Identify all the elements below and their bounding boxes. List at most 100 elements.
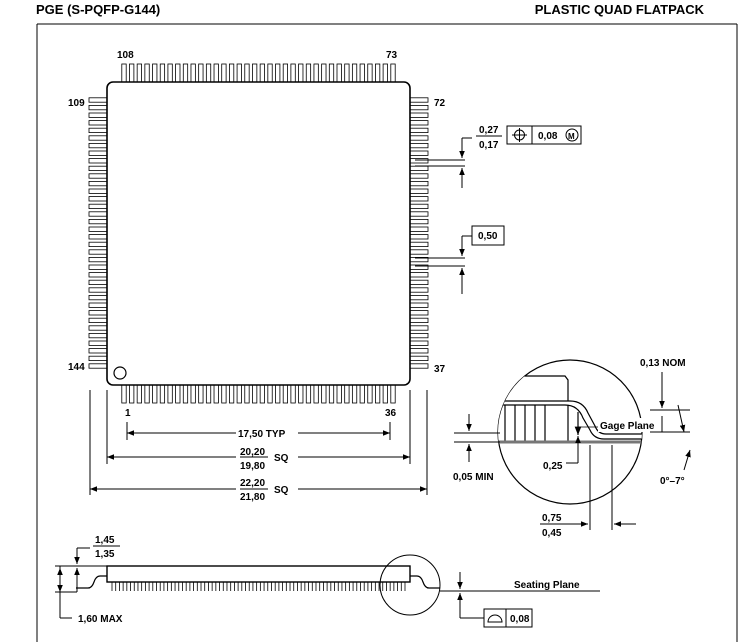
lead (409, 332, 429, 339)
lead (88, 348, 108, 354)
pin-36: 36 (385, 408, 397, 419)
lead (88, 279, 108, 286)
total-height: 1,60 MAX (78, 614, 123, 625)
lead (136, 384, 142, 404)
lead (390, 63, 396, 83)
pin-109: 109 (68, 98, 85, 109)
lead (351, 384, 358, 404)
lead (88, 340, 108, 346)
lead (159, 384, 166, 404)
lead (328, 63, 335, 83)
lead (409, 325, 429, 331)
lead (409, 127, 429, 133)
lead (88, 363, 108, 369)
seating-plane-label: Seating Plane (514, 580, 580, 591)
lead (159, 63, 166, 83)
lead (259, 63, 265, 83)
lead (298, 384, 304, 404)
lead (190, 384, 196, 404)
pin-1: 1 (125, 408, 131, 419)
lead (88, 310, 108, 316)
lead (321, 384, 327, 404)
top-leads (121, 63, 396, 83)
lead (136, 63, 142, 83)
right-leads (409, 97, 429, 369)
lead (409, 317, 429, 324)
lead (409, 302, 429, 308)
lead (252, 384, 258, 404)
lead (409, 340, 429, 346)
span-typical: 17,50 TYP (238, 429, 286, 440)
lead (409, 348, 429, 354)
lead (336, 384, 342, 404)
lead (409, 120, 429, 126)
lead (409, 249, 429, 255)
lead (175, 384, 181, 404)
lead (236, 384, 242, 404)
lead (409, 173, 429, 179)
pin-37: 37 (434, 364, 446, 375)
lead (88, 158, 108, 164)
lead (409, 279, 429, 286)
lead (152, 63, 158, 83)
pin-72: 72 (434, 98, 446, 109)
lead (409, 97, 429, 103)
lead (359, 384, 365, 404)
lead (88, 302, 108, 308)
lead (375, 63, 381, 83)
lead (305, 384, 312, 404)
gage-plane-label: Gage Plane (600, 421, 655, 432)
lead (198, 63, 204, 83)
lead (409, 294, 429, 301)
lead (88, 325, 108, 331)
lead (236, 63, 242, 83)
lead (88, 355, 108, 362)
lead (88, 196, 108, 202)
package-type: PLASTIC QUAD FLATPACK (534, 2, 704, 17)
lead (409, 272, 429, 278)
lead (313, 384, 319, 404)
thickness-nom: 0,13 NOM (640, 358, 686, 369)
lead (367, 384, 373, 404)
gage-height: 0,25 (543, 461, 563, 472)
lead-angle: 0°–7° (660, 476, 685, 487)
lead-width-callout (415, 125, 582, 188)
lead (267, 63, 273, 83)
foot-length-min: 0,45 (542, 528, 562, 539)
lead (409, 203, 429, 209)
body-size-min: 19,80 (240, 461, 265, 472)
lead (190, 63, 196, 83)
lead (336, 63, 342, 83)
pin-144: 144 (68, 362, 85, 373)
side-view (76, 554, 441, 616)
lead (409, 234, 429, 240)
lead (88, 332, 108, 339)
lead (409, 135, 429, 141)
lead (409, 112, 429, 118)
lead (409, 196, 429, 202)
bottom-leads (121, 384, 396, 404)
lead (88, 120, 108, 126)
lead (321, 63, 327, 83)
lead (344, 384, 350, 404)
lead (221, 384, 227, 404)
lead (267, 384, 273, 404)
lead (298, 63, 304, 83)
lead (382, 384, 388, 404)
lead (351, 63, 358, 83)
mmc-modifier: M (568, 132, 575, 141)
package-code: PGE (S-PQFP-G144) (36, 2, 161, 17)
lead (144, 384, 150, 404)
standoff-min: 0,05 MIN (453, 472, 494, 483)
overall-square-label: SQ (274, 485, 289, 496)
lead (213, 63, 219, 83)
lead (409, 363, 429, 369)
lead (88, 241, 108, 247)
lead (359, 63, 365, 83)
lead (88, 165, 108, 171)
lead (88, 249, 108, 255)
lead (88, 142, 108, 149)
lead-width-min: 0,17 (479, 140, 499, 151)
lead (409, 287, 429, 293)
